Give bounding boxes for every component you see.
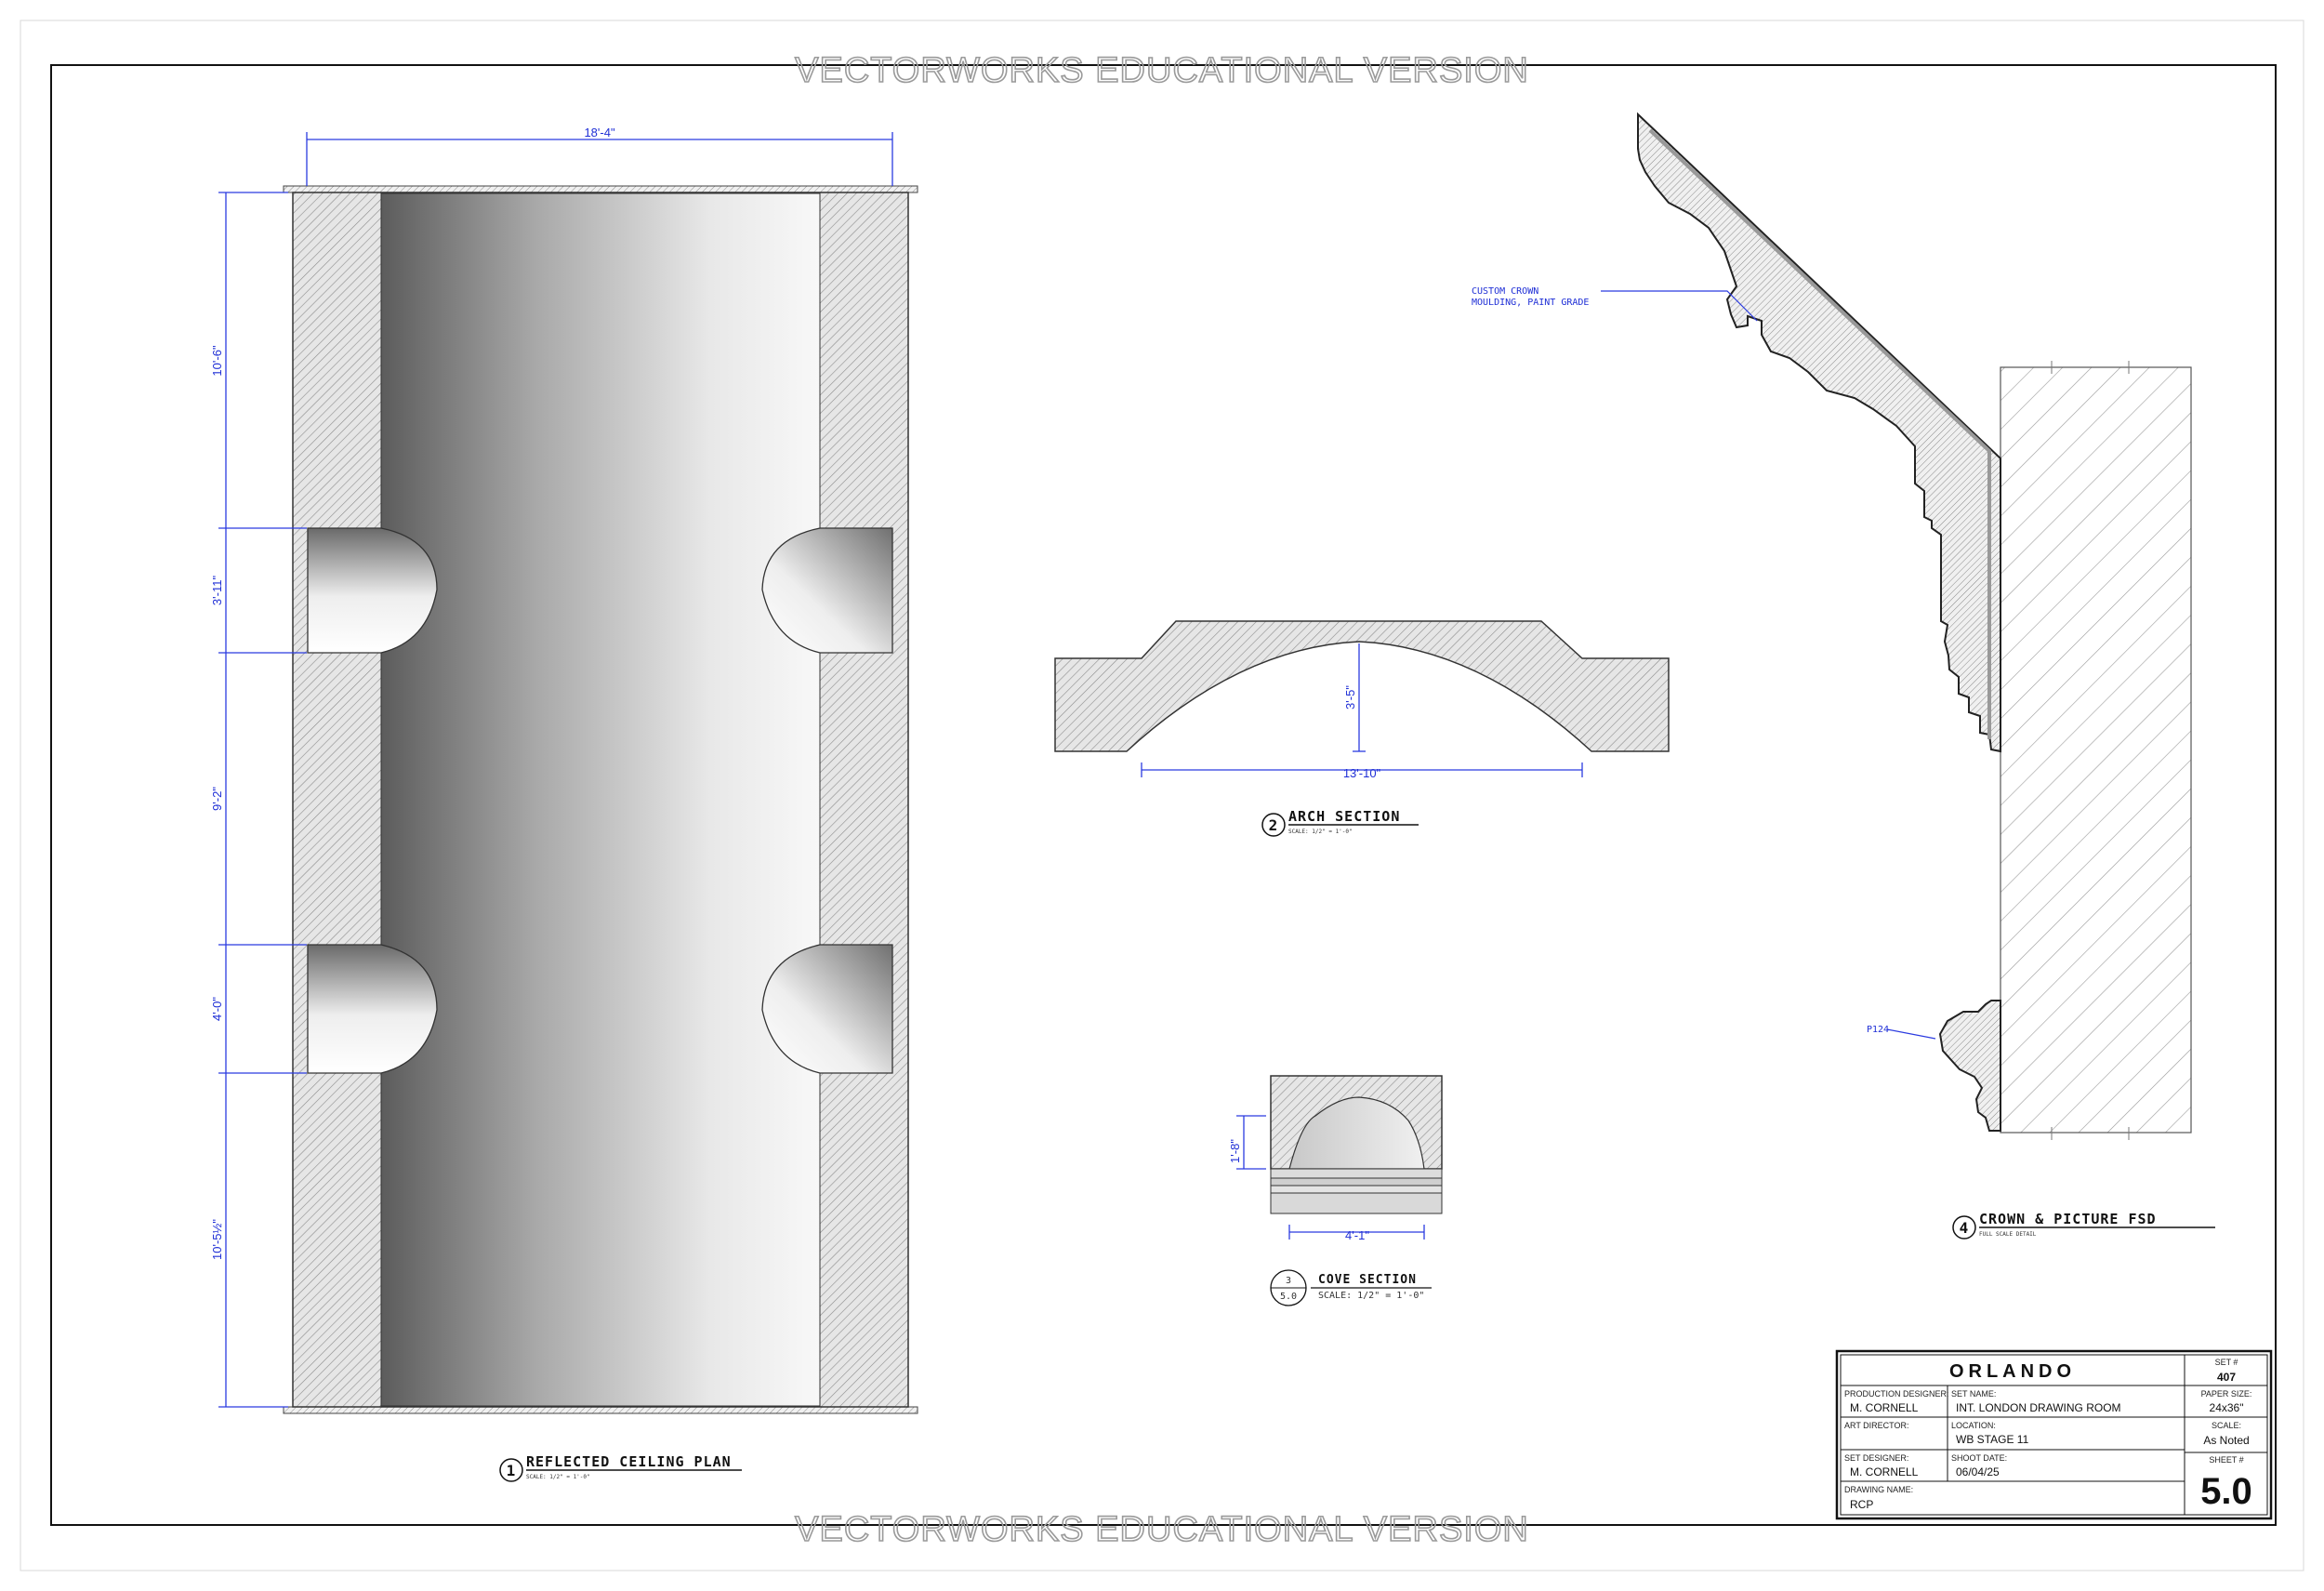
cove-dome	[1288, 1096, 1425, 1170]
tb-set-label: SET #	[2215, 1358, 2238, 1367]
crown-number-circle	[1952, 1215, 1976, 1240]
outer-border	[20, 20, 2304, 1571]
tb-sheet: 5.0	[2200, 1471, 2252, 1512]
crown-moulding	[1637, 112, 2001, 753]
rcp-title: REFLECTED CEILING PLAN	[526, 1453, 732, 1470]
tb-shoot: 06/04/25	[1956, 1465, 2000, 1478]
tb-set: 407	[2217, 1371, 2236, 1384]
rcp-bay-left-lower	[307, 944, 438, 1074]
dim-cove-width: 4'-1"	[1345, 1228, 1369, 1242]
dim-rcp-seg2: 3'-11"	[210, 576, 224, 606]
arch-number-circle	[1261, 813, 1286, 837]
cove-title: COVE SECTION	[1318, 1273, 1417, 1287]
crown-number: 4	[1960, 1219, 1970, 1237]
crown-inner-line	[1648, 128, 1991, 739]
cove-scale: SCALE: 1/2" = 1'-0"	[1318, 1291, 1424, 1301]
dim-rcp-seg1: 10'-6"	[210, 345, 224, 377]
rcp-bay-left-upper	[307, 527, 438, 654]
tb-scale-label: SCALE:	[2212, 1421, 2241, 1430]
tb-location: WB STAGE 11	[1956, 1433, 2029, 1446]
cove-sheet-ref: 5.0	[1280, 1292, 1297, 1302]
arch-outline	[1054, 620, 1670, 752]
tb-sheet-label: SHEET #	[2209, 1455, 2243, 1465]
watermark-top: VECTORWORKS EDUCATIONAL VERSION	[795, 51, 1529, 90]
tb-sd-label: SET DESIGNER:	[1844, 1453, 1908, 1463]
crown-detail: CUSTOM CROWN MOULDING, PAINT GRADE P124 …	[1472, 112, 2215, 1240]
dim-arch-span: 13'-10"	[1343, 766, 1381, 780]
tb-ad-label: ART DIRECTOR:	[1844, 1421, 1909, 1430]
note-picture-leader	[1886, 1028, 1936, 1040]
crown-scale: FULL SCALE DETAIL	[1979, 1231, 2037, 1238]
tb-shoot-label: SHOOT DATE:	[1951, 1453, 2007, 1463]
tb-location-label: LOCATION:	[1951, 1421, 1996, 1430]
cove-section: 1'-8" 4'-1" 3 5.0 COVE SECTION SCALE: 1/…	[1228, 1075, 1443, 1306]
rcp-bay-right-lower	[761, 944, 893, 1074]
dim-arch-height: 3'-5"	[1343, 685, 1357, 709]
rcp-scale: SCALE: 1/2" = 1'-0"	[526, 1474, 590, 1480]
wall-section	[2000, 366, 2192, 1134]
reflected-ceiling-plan: 18'-4" 10'-6" 3'-11" 9'-2" 4'-0" 10'-5½"…	[210, 126, 918, 1482]
arch-title: ARCH SECTION	[1288, 808, 1400, 825]
rcp-bay-right-upper	[761, 527, 893, 654]
tb-setname: INT. LONDON DRAWING ROOM	[1956, 1401, 2121, 1414]
crown-title: CROWN & PICTURE FSD	[1979, 1211, 2157, 1227]
tb-setname-label: SET NAME:	[1951, 1389, 1996, 1399]
tb-pd-label: PRODUCTION DESIGNER:	[1844, 1389, 1949, 1399]
dim-rcp-width: 18'-4"	[584, 126, 615, 139]
title-block: ORLANDO SET # 407 PRODUCTION DESIGNER: M…	[1835, 1349, 2273, 1520]
arch-number: 2	[1269, 816, 1279, 834]
rcp-number-circle	[499, 1458, 523, 1482]
rcp-number: 1	[507, 1462, 517, 1479]
note-crown-line2: MOULDING, PAINT GRADE	[1472, 298, 1589, 308]
arch-section: 3'-5" 13'-10" 2 ARCH SECTION SCALE: 1/2"…	[1054, 620, 1670, 837]
rcp-ceiling-field	[380, 192, 821, 1407]
tb-paper-label: PAPER SIZE:	[2201, 1389, 2252, 1399]
dim-rcp-seg4: 4'-0"	[210, 997, 224, 1021]
note-picture: P124	[1867, 1025, 1889, 1035]
note-crown-line1: CUSTOM CROWN	[1472, 286, 1538, 297]
cove-number: 3	[1286, 1276, 1291, 1286]
drawing-border	[50, 64, 2277, 1526]
tb-paper: 24x36"	[2210, 1401, 2244, 1414]
tb-dn: RCP	[1850, 1498, 1873, 1511]
arch-scale: SCALE: 1/2" = 1'-0"	[1288, 829, 1353, 835]
dim-rcp-seg3: 9'-2"	[210, 787, 224, 811]
watermark-bottom: VECTORWORKS EDUCATIONAL VERSION	[795, 1510, 1529, 1549]
tb-dn-label: DRAWING NAME:	[1844, 1485, 1913, 1494]
tb-sd: M. CORNELL	[1850, 1465, 1919, 1478]
note-crown-leader	[1601, 290, 1758, 322]
tb-scale: As Noted	[2203, 1434, 2249, 1447]
tb-pd: M. CORNELL	[1850, 1401, 1919, 1414]
picture-moulding	[1938, 1000, 2001, 1132]
dim-cove-height: 1'-8"	[1228, 1139, 1242, 1163]
dim-rcp-seg5: 10'-5½"	[210, 1219, 224, 1260]
tb-project: ORLANDO	[1949, 1361, 2076, 1382]
